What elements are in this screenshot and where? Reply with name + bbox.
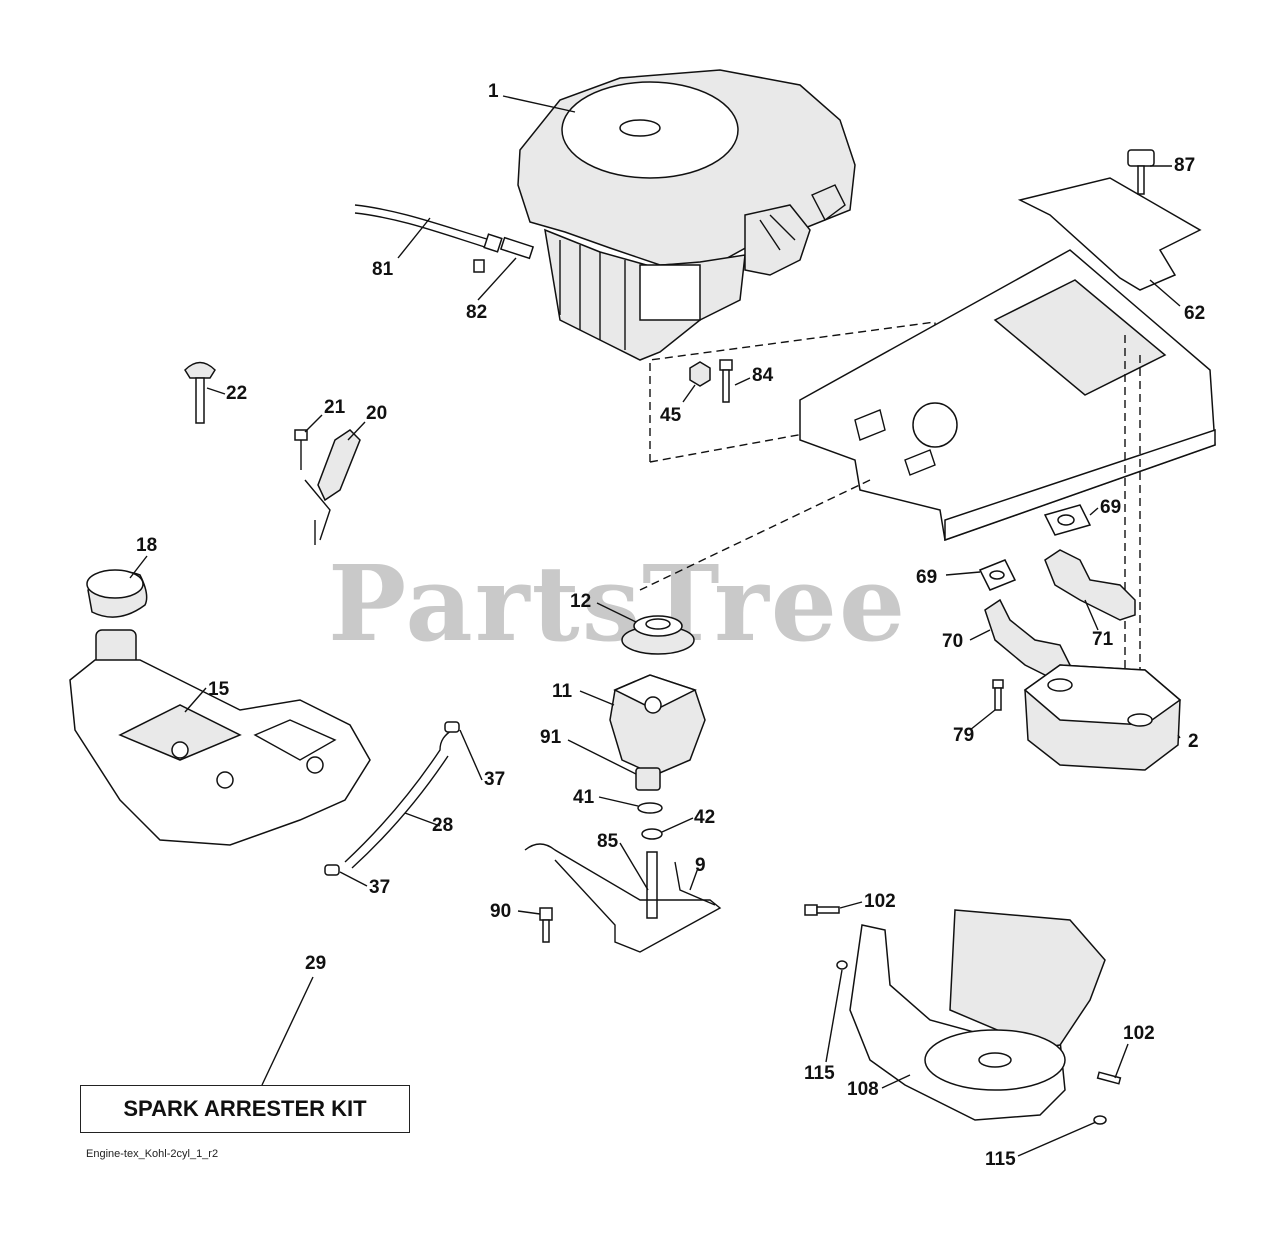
fuel-line-81 xyxy=(354,204,491,241)
callout-82: 82 xyxy=(466,302,488,323)
spark-arrester-kit-box: SPARK ARRESTER KIT xyxy=(80,1085,410,1133)
fuel-hose-28 xyxy=(344,729,453,863)
callout-115-left: 115 xyxy=(804,1063,835,1084)
callout-62: 62 xyxy=(1184,303,1206,324)
washer-41 xyxy=(637,802,663,814)
knob-87 xyxy=(1127,149,1155,167)
spark-arrester-kit-label: SPARK ARRESTER KIT xyxy=(123,1096,367,1121)
bolt-79 xyxy=(992,679,1004,689)
callout-1: 1 xyxy=(488,81,499,102)
nut-45 xyxy=(689,361,711,387)
plate-62 xyxy=(1017,177,1202,291)
bolt-22 xyxy=(184,361,216,379)
hose-clamp-37 xyxy=(444,721,460,733)
figure-id: Engine-tex_Kohl-2cyl_1_r2 xyxy=(86,1148,219,1160)
exhaust-pipe-71 xyxy=(1044,549,1136,621)
callout-12: 12 xyxy=(570,591,592,612)
engine-frame xyxy=(799,249,1216,542)
callout-41: 41 xyxy=(573,787,595,808)
callout-11: 11 xyxy=(552,681,573,702)
bolt-84 xyxy=(719,359,733,371)
callout-18: 18 xyxy=(136,535,158,556)
blower-housing-108 xyxy=(849,909,1106,1121)
callout-15: 15 xyxy=(208,679,230,700)
callout-81: 81 xyxy=(372,259,394,280)
callout-84: 84 xyxy=(752,365,774,386)
callout-102-top: 102 xyxy=(864,891,896,912)
callout-90: 90 xyxy=(490,901,512,922)
callout-115-bottom: 115 xyxy=(985,1149,1016,1170)
callout-9: 9 xyxy=(695,855,706,876)
callout-28: 28 xyxy=(432,815,454,836)
leader-lines xyxy=(129,95,1181,1157)
callout-108: 108 xyxy=(847,1079,879,1100)
callout-70: 70 xyxy=(942,631,964,652)
fuel-tank-15 xyxy=(69,629,371,846)
bolt-85 xyxy=(646,851,658,919)
callout-91: 91 xyxy=(540,727,562,748)
callout-2: 2 xyxy=(1188,731,1199,752)
callout-87: 87 xyxy=(1174,155,1196,176)
callout-42: 42 xyxy=(694,807,716,828)
callout-79: 79 xyxy=(953,725,975,746)
washer-42 xyxy=(641,828,663,840)
callout-37-top: 37 xyxy=(484,769,506,790)
exhaust-pipe-70 xyxy=(984,598,1071,681)
pulley-12 xyxy=(621,615,695,655)
callout-71: 71 xyxy=(1092,629,1114,650)
callout-37-bottom: 37 xyxy=(369,877,391,898)
bolt-102 xyxy=(804,904,818,916)
washer-115 xyxy=(836,960,848,970)
callout-45: 45 xyxy=(660,405,682,426)
callout-69-right: 69 xyxy=(1100,497,1122,518)
watermark-text: PartsTree xyxy=(328,542,908,665)
muffler-2 xyxy=(1023,664,1182,771)
callout-22: 22 xyxy=(226,383,248,404)
throttle-control-20 xyxy=(317,429,361,502)
callout-102-bottom: 102 xyxy=(1123,1023,1155,1044)
fuel-cap-18 xyxy=(86,569,148,618)
callout-21: 21 xyxy=(324,397,346,418)
bracket-9 xyxy=(524,843,722,953)
callout-20: 20 xyxy=(366,403,388,424)
bolt-90 xyxy=(539,907,553,921)
callout-69-left: 69 xyxy=(916,567,938,588)
callout-85: 85 xyxy=(597,831,619,852)
engine-part xyxy=(517,69,856,361)
callout-29: 29 xyxy=(305,953,327,974)
spacer-91 xyxy=(635,767,661,791)
clutch-11 xyxy=(609,674,706,776)
